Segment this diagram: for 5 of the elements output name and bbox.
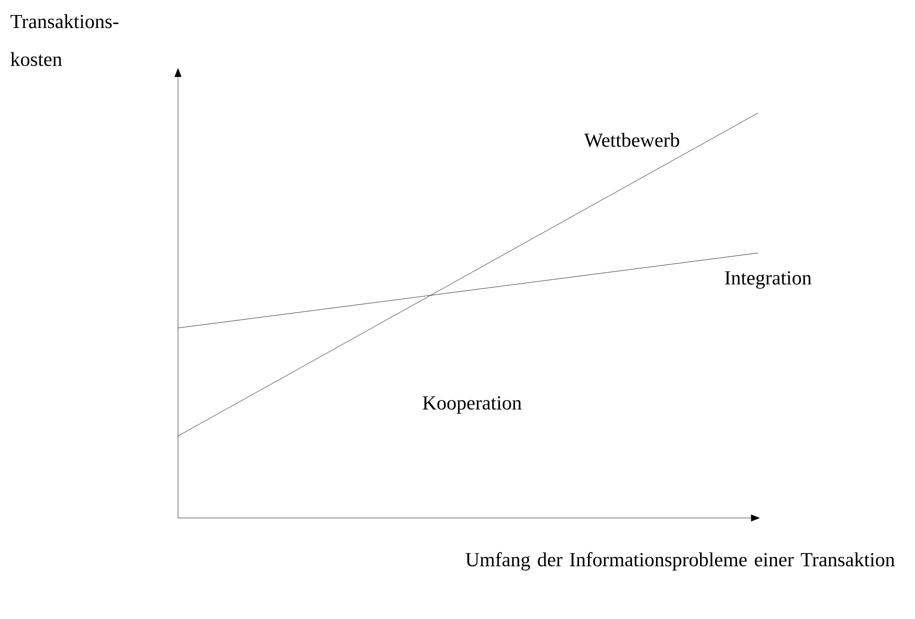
- line-label: Wettbewerb: [584, 132, 680, 148]
- region-label: Kooperation: [422, 396, 522, 414]
- axis-label: Umfang der Informationsprobleme einer Transaktion: [466, 552, 895, 570]
- axis-label: Transaktions-kosten: [10, 14, 118, 66]
- line-label: Integration: [725, 271, 812, 289]
